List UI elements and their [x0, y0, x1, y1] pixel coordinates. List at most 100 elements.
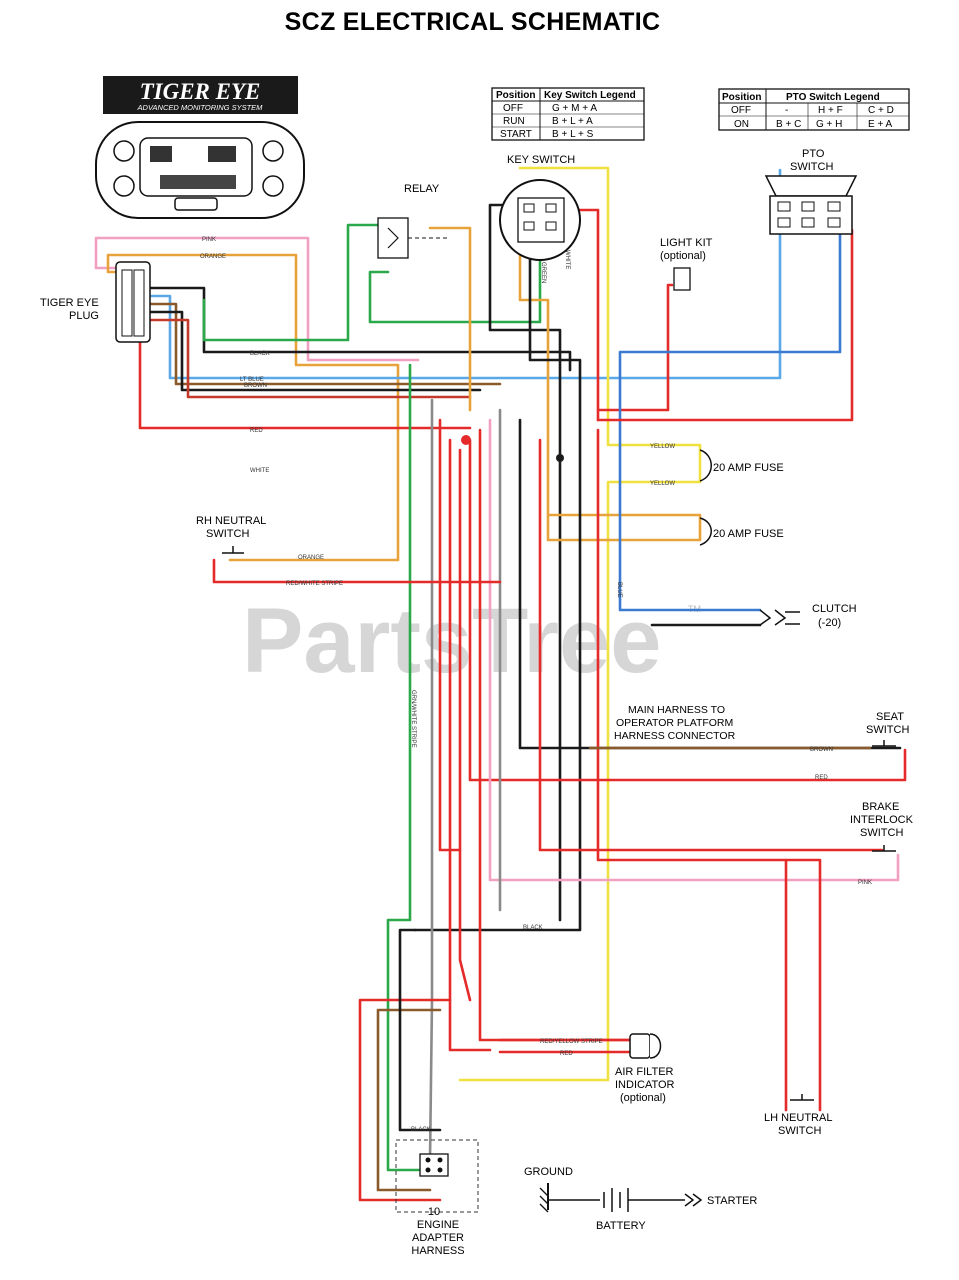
splice-point [461, 435, 471, 445]
engine-adapter-label-3: ADAPTER [412, 1232, 464, 1244]
wire-label-red: RED [250, 428, 263, 434]
wire-label-ltblue: LT BLUE [240, 377, 264, 383]
pto-legend-on-a: B + C [776, 119, 801, 130]
starter-label: STARTER [707, 1195, 757, 1207]
wire-label-brown-seat: BROWN [810, 747, 833, 753]
key-switch [499, 179, 581, 261]
pto-legend-on-c: E + A [868, 119, 893, 130]
wire-yellow-key [458, 166, 702, 1082]
rh-neutral-label-1: RH NEUTRAL [196, 515, 266, 527]
light-kit-label-2: (optional) [660, 250, 706, 262]
engine-adapter-label-4: HARNESS [411, 1245, 464, 1257]
wire-redwhite-key [518, 248, 702, 542]
splice-point-black [556, 454, 564, 462]
brake-label-3: SWITCH [860, 827, 903, 839]
pto-legend-header-legend: PTO Switch Legend [786, 92, 880, 103]
wire-label-pink: PINK [202, 237, 216, 243]
wire-orange-top [106, 253, 400, 562]
wire-harness [94, 166, 907, 1202]
pto-legend-header-position: Position [722, 92, 761, 103]
wire-redwhite-vert [538, 438, 884, 852]
pto-legend-on: ON [734, 119, 749, 130]
wire-red-vert-3 [458, 448, 472, 1002]
fuse-2 [699, 517, 712, 546]
tiger-eye-display [95, 121, 305, 219]
clutch-label-1: CLUTCH [812, 603, 857, 615]
lh-neutral-label-2: SWITCH [778, 1125, 821, 1137]
wire-black-main [146, 286, 572, 372]
air-filter-indicator [629, 1033, 662, 1059]
pto-legend-on-b: G + H [816, 119, 842, 130]
wire-label-black-engine: BLACK [411, 1127, 431, 1133]
main-harness-label-1: MAIN HARNESS TO [628, 704, 725, 716]
wire-relay-redwhite [428, 226, 472, 412]
engine-adapter-label-2: ENGINE [417, 1219, 459, 1231]
seat-switch [872, 740, 896, 747]
rh-neutral-label-2: SWITCH [206, 528, 249, 540]
tiger-eye-plug [115, 261, 151, 343]
wire-red-vert-1 [438, 418, 462, 852]
wire-label-orange-2: ORANGE [298, 555, 324, 561]
rh-neutral-switch [222, 546, 244, 554]
wire-black-2 [148, 310, 482, 392]
engine-adapter-label-1: 10 [428, 1206, 440, 1218]
wire-darkred [148, 318, 472, 399]
seat-switch-label-2: SWITCH [866, 724, 909, 736]
pto-switch-label-1: PTO [802, 148, 825, 160]
relay [377, 217, 450, 259]
seat-switch-label-1: SEAT [876, 711, 904, 723]
main-harness-label-2: OPERATOR PLATFORM [616, 717, 733, 729]
wire-red-engine [358, 998, 452, 1202]
key-legend-header-position: Position [496, 90, 535, 101]
clutch-label-2: (-20) [818, 617, 841, 629]
wire-label-yellow-1: YELLOW [650, 444, 675, 450]
wire-brown [148, 302, 502, 386]
key-legend-off-value: G + M + A [552, 103, 597, 114]
ground-label: GROUND [524, 1166, 573, 1178]
wire-black-vert [518, 418, 902, 750]
key-legend-header-legend: Key Switch Legend [544, 90, 636, 101]
wire-label-green-key: GREEN [540, 262, 546, 283]
wire-black-engine [398, 928, 442, 1132]
pto-legend-off: OFF [731, 105, 751, 116]
wire-brake-red [596, 428, 822, 1112]
wire-blue-pto [618, 228, 842, 612]
ground-symbol [539, 1183, 600, 1213]
wire-label-orange: ORANGE [200, 254, 226, 260]
wire-red-pto [596, 228, 854, 422]
key-legend-off: OFF [503, 103, 523, 114]
page-title: SCZ ELECTRICAL SCHEMATIC [284, 8, 661, 36]
brake-label-1: BRAKE [862, 801, 899, 813]
battery-symbol [603, 1188, 703, 1212]
lh-neutral-label-1: LH NEUTRAL [764, 1112, 832, 1124]
pto-switch-label-2: SWITCH [790, 161, 833, 173]
wire-red-vert-2 [448, 438, 492, 1052]
key-legend-run-value: B + L + A [552, 116, 593, 127]
wire-label-redyellow: RED/YELLOW STRIPE [540, 1039, 603, 1045]
air-filter-label-3: (optional) [620, 1092, 666, 1104]
pto-legend-off-a: - [785, 105, 788, 116]
pto-legend-off-c: C + D [868, 105, 894, 116]
wire-label-red-filter: RED [560, 1051, 573, 1057]
logo-tagline: ADVANCED MONITORING SYSTEM [137, 103, 264, 112]
wire-label-yellow-2: YELLOW [650, 481, 675, 487]
wire-red-vert-4 [468, 438, 907, 782]
wire-label-black: BLACK [250, 351, 270, 357]
wire-white-vert [428, 398, 434, 1162]
air-filter-label-1: AIR FILTER [615, 1066, 674, 1078]
wire-light-kit [596, 283, 674, 412]
pto-switch [764, 175, 858, 235]
wire-pink-vert [488, 418, 900, 882]
brake-label-2: INTERLOCK [850, 814, 914, 826]
pto-legend-off-b: H + F [818, 105, 843, 116]
wire-black-key [413, 253, 582, 932]
fuse-1 [699, 449, 712, 482]
wire-label-blue: BLUE [616, 582, 622, 598]
wire-green-key [368, 238, 542, 324]
wire-label-brown: BROWN [244, 383, 267, 389]
tiger-eye-plug-label-2: PLUG [69, 310, 99, 322]
main-harness-label-3: HARNESS CONNECTOR [614, 730, 736, 742]
wire-green-relay [202, 223, 386, 342]
battery-label: BATTERY [596, 1220, 646, 1232]
key-legend-start-value: B + L + S [552, 129, 594, 140]
